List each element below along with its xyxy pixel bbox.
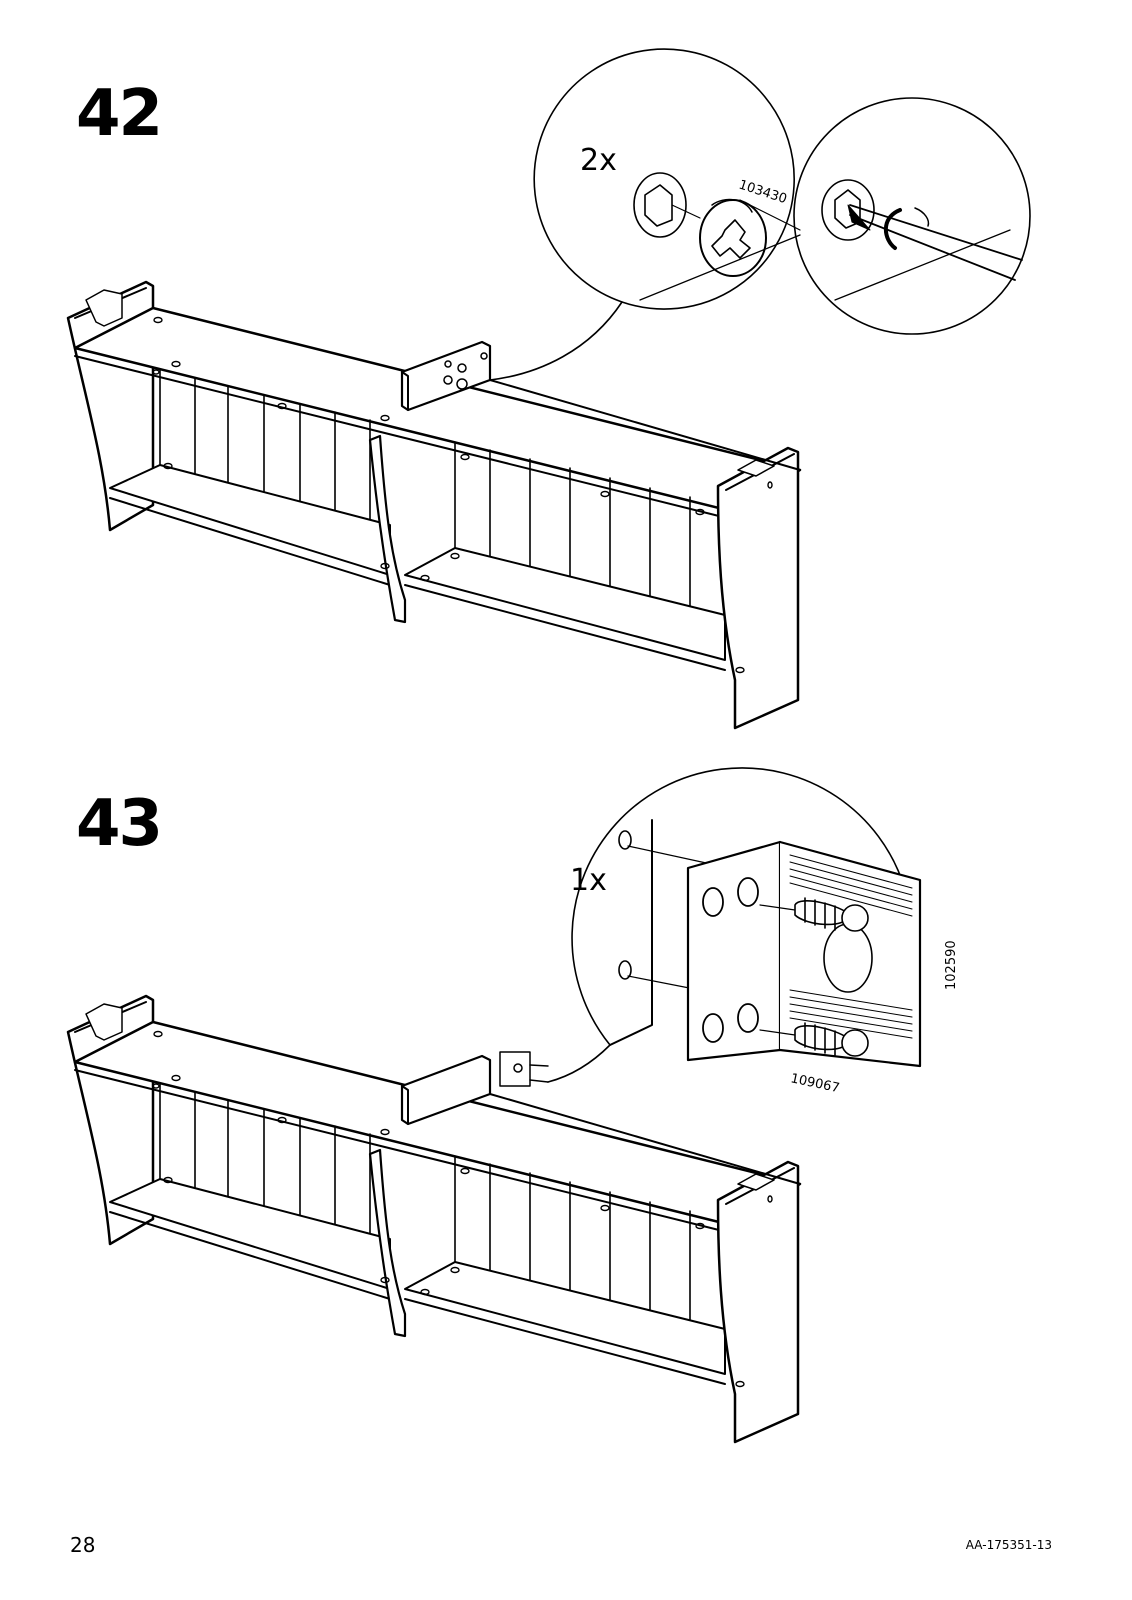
document-code: AA-175351-13 <box>966 1538 1052 1552</box>
part-number: 102590 <box>944 940 959 990</box>
part-number: 109067 <box>789 1071 841 1096</box>
quantity-label: 1x <box>570 863 607 898</box>
quantity-label: 2x <box>580 143 617 178</box>
page-number: 28 <box>70 1533 95 1557</box>
